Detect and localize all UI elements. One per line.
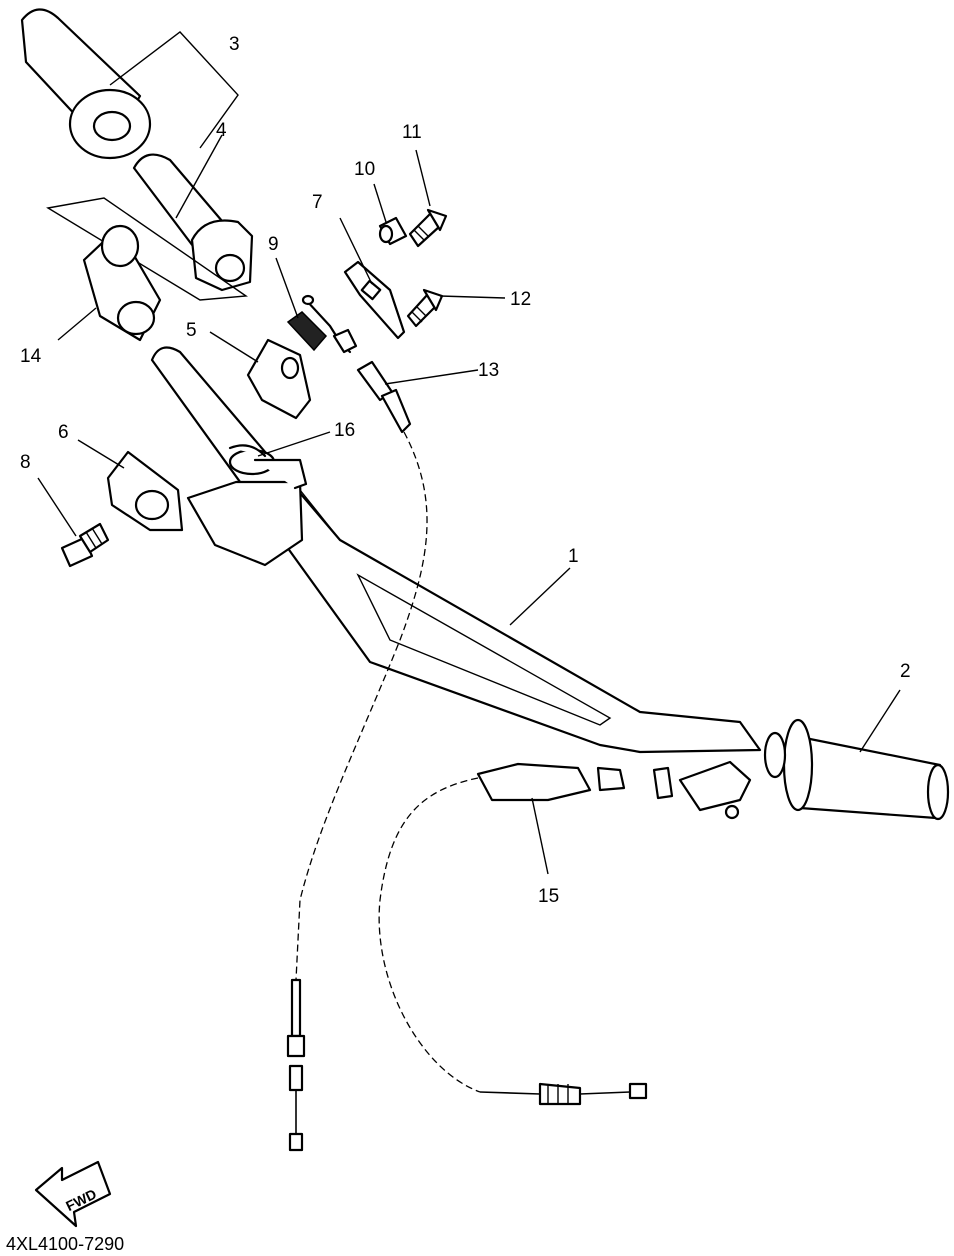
throttle-cable-part-13 [286,360,428,1152]
callout-7: 7 [312,192,323,213]
callout-14: 14 [20,346,42,367]
handlebar-part-1 [150,346,762,754]
screw-part-11 [408,208,448,248]
cable-guide-part-16 [186,444,308,567]
throttle-cap-part-5 [246,338,312,420]
callout-9: 9 [268,234,279,255]
throttle-tube-part-4 [46,153,254,301]
left-grip-part-3 [20,8,152,160]
fwd-direction-arrow: FWD [34,1160,112,1228]
clamp-bracket-part-6 [106,450,184,532]
callout-16: 16 [334,420,355,441]
leader-lines [37,31,901,875]
screw-part-12 [406,288,444,328]
collar-part-10 [378,216,408,246]
callout-13: 13 [478,360,499,381]
callout-numbers: 1 2 3 4 5 6 7 8 9 10 11 12 13 14 15 16 [20,34,911,907]
callout-5: 5 [186,320,197,341]
callout-10: 10 [354,159,375,180]
callout-15: 15 [538,886,559,907]
callout-8: 8 [20,452,31,473]
cable-plate-part-7 [343,260,406,340]
callout-4: 4 [216,120,227,141]
clutch-cable-part-15 [378,760,752,1106]
adjuster-part-9 [286,294,358,354]
bolt-part-8 [60,522,110,568]
callout-1: 1 [568,546,579,567]
right-grip-part-2 [763,718,950,821]
callout-11: 11 [402,122,422,143]
callout-12: 12 [510,289,531,310]
callout-2: 2 [900,661,911,682]
callout-3: 3 [229,34,240,55]
grip-housing-part-14 [82,224,162,342]
drawing-code: 4XL4100-7290 [6,1234,125,1254]
callout-6: 6 [58,422,69,443]
